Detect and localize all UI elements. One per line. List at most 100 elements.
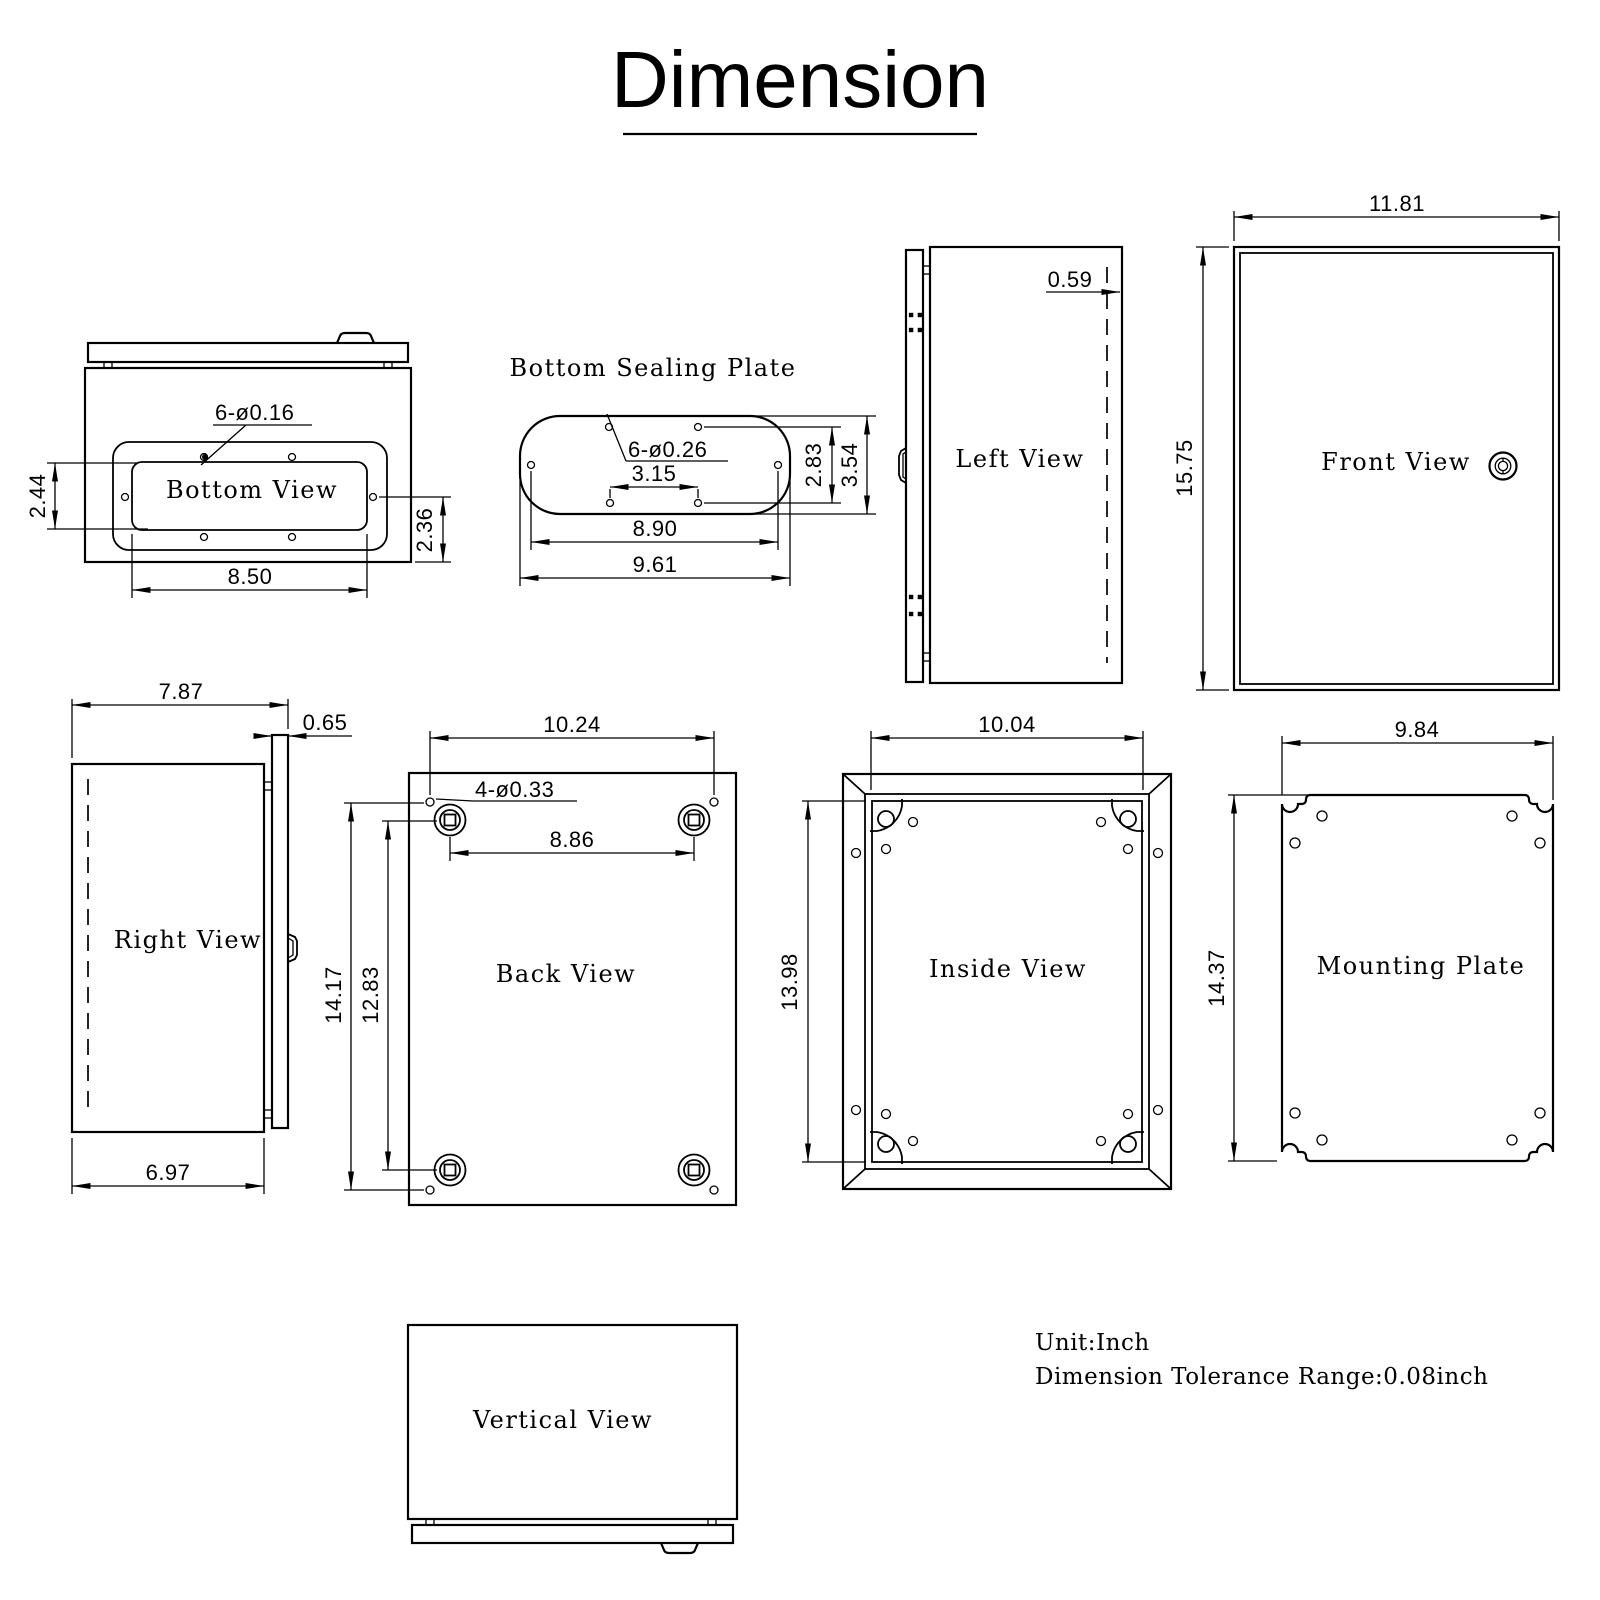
bottom-sealing-plate-view: Bottom Sealing Plate 6-ø0.26 3.15 2.83 bbox=[510, 354, 876, 586]
dim-3-54: 3.54 bbox=[752, 415, 876, 515]
dim-text: 3.54 bbox=[837, 443, 862, 488]
corner-bracket bbox=[869, 798, 903, 832]
right-view-label: Right View bbox=[114, 926, 262, 954]
body-outline bbox=[83, 366, 413, 564]
body-outline bbox=[406, 1323, 739, 1521]
outer-frame bbox=[841, 772, 1173, 1191]
corner-bracket bbox=[1111, 798, 1145, 832]
dim-0-59: 0.59 bbox=[1046, 267, 1120, 295]
door-panel bbox=[904, 248, 925, 684]
back-view: Back View 10.24 4-ø0.33 8.86 14.17 bbox=[321, 712, 738, 1207]
inside-view-label: Inside View bbox=[929, 955, 1087, 983]
door-panel bbox=[270, 733, 290, 1130]
mounting-boss bbox=[433, 1153, 467, 1187]
right-view: Right View 7.87 0.65 6.97 bbox=[70, 679, 352, 1194]
flange-inner bbox=[131, 461, 368, 531]
dim-text: 0.65 bbox=[303, 710, 348, 735]
hole-callout: 4-ø0.33 bbox=[435, 777, 577, 802]
hinge-dots bbox=[908, 611, 923, 617]
corner-bracket bbox=[869, 1131, 903, 1165]
dim-3-15: 3.15 bbox=[609, 461, 699, 498]
page-title: Dimension bbox=[611, 35, 989, 124]
dim-text: 10.24 bbox=[543, 712, 601, 737]
mid-frame bbox=[864, 793, 1150, 1170]
latch bbox=[898, 447, 907, 484]
dim-text: 11.81 bbox=[1369, 191, 1425, 216]
dim-text: 2.44 bbox=[25, 474, 50, 519]
hole-callout-text: 6-ø0.16 bbox=[215, 400, 294, 425]
dim-text: 2.83 bbox=[801, 443, 826, 488]
inside-view: Inside View 10.04 13.98 bbox=[777, 712, 1173, 1191]
dim-text: 6.97 bbox=[146, 1160, 191, 1185]
dim-2-44: 2.44 bbox=[25, 462, 148, 530]
dim-text: 9.61 bbox=[633, 552, 678, 577]
dim-2-36: 2.36 bbox=[379, 496, 451, 563]
mounting-boss bbox=[677, 1153, 711, 1187]
bottom-view-holes bbox=[120, 452, 378, 542]
left-view: Left View 0.59 bbox=[898, 245, 1124, 685]
latch bbox=[287, 933, 298, 963]
bottom-view-label: Bottom View bbox=[166, 476, 338, 504]
dim-text: 14.17 bbox=[321, 966, 346, 1024]
dim-text: 2.36 bbox=[412, 508, 437, 553]
latch-inner bbox=[287, 937, 294, 959]
notes: Unit:Inch Dimension Tolerance Range:0.08… bbox=[1035, 1330, 1488, 1390]
dim-9-61: 9.61 bbox=[519, 480, 791, 586]
vertical-view: Vertical View bbox=[406, 1323, 739, 1555]
latch-bump bbox=[659, 1542, 700, 1555]
door-inner-outline bbox=[1239, 252, 1554, 685]
dim-text: 3.15 bbox=[632, 461, 677, 486]
hinge-tab bbox=[922, 265, 931, 275]
flange-outer bbox=[112, 441, 388, 551]
dim-text: 8.50 bbox=[228, 564, 273, 589]
mounting-boss bbox=[677, 803, 711, 837]
mounting-plate-label: Mounting Plate bbox=[1317, 952, 1526, 980]
mounting-plate-holes bbox=[1289, 810, 1546, 1146]
hinge-dots bbox=[908, 312, 923, 318]
dim-14-37: 14.37 bbox=[1204, 794, 1312, 1162]
dim-text: 10.04 bbox=[978, 712, 1036, 737]
tolerance-note: Dimension Tolerance Range:0.08inch bbox=[1035, 1364, 1488, 1390]
dim-text: 0.59 bbox=[1048, 267, 1093, 292]
body-outline bbox=[407, 771, 738, 1207]
latch-bump bbox=[335, 331, 376, 344]
dim-7-87: 7.87 bbox=[71, 679, 289, 758]
dim-10-04: 10.04 bbox=[870, 712, 1144, 790]
dim-0-65: 0.65 bbox=[253, 710, 352, 739]
dim-11-81: 11.81 bbox=[1233, 191, 1560, 241]
hole-callout: 6-ø0.26 bbox=[606, 413, 728, 462]
plate-outline bbox=[1280, 793, 1555, 1163]
latch-inner bbox=[902, 451, 907, 480]
left-view-label: Left View bbox=[955, 445, 1084, 473]
hinge-tab bbox=[263, 1109, 273, 1119]
hinge-dots bbox=[908, 327, 923, 333]
sealing-plate-holes bbox=[526, 422, 783, 508]
dim-12-83: 12.83 bbox=[358, 820, 437, 1171]
dim-2-83: 2.83 bbox=[704, 426, 841, 504]
front-view-label: Front View bbox=[1321, 448, 1471, 476]
sheet-title: Dimension bbox=[611, 35, 989, 136]
dim-6-97: 6.97 bbox=[71, 1138, 265, 1194]
dim-text: 13.98 bbox=[777, 953, 802, 1011]
mounting-boss bbox=[433, 803, 467, 837]
dim-13-98: 13.98 bbox=[777, 800, 866, 1163]
dim-14-17: 14.17 bbox=[321, 802, 424, 1191]
dim-text: 7.87 bbox=[159, 679, 204, 704]
dim-9-84: 9.84 bbox=[1281, 717, 1554, 800]
dim-text: 8.86 bbox=[550, 827, 595, 852]
mounting-plate-view: Mounting Plate 9.84 14.37 bbox=[1204, 717, 1555, 1163]
dim-text: 9.84 bbox=[1395, 717, 1440, 742]
front-view: Front View 11.81 15.75 bbox=[1172, 191, 1561, 692]
hole-callout: 6-ø0.16 bbox=[200, 400, 312, 466]
dim-15-75: 15.75 bbox=[1172, 246, 1229, 691]
dim-text: 8.90 bbox=[633, 516, 678, 541]
bottom-view: Bottom View 6-ø0.16 2.44 2.36 8.50 bbox=[25, 331, 451, 598]
body-outline bbox=[928, 245, 1124, 685]
door-edge bbox=[410, 1523, 735, 1545]
body-outline bbox=[70, 762, 266, 1134]
dim-8-86: 8.86 bbox=[449, 827, 695, 861]
lock-icon bbox=[1488, 451, 1518, 481]
corner-bracket bbox=[1111, 1131, 1145, 1165]
